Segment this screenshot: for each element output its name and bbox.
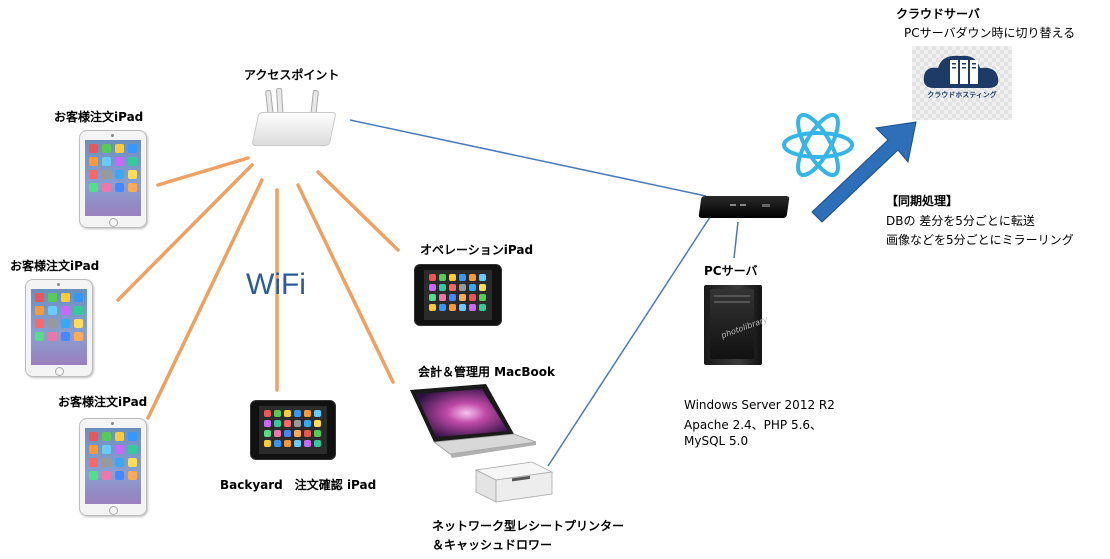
macbook-label: 会計＆管理用 MacBook	[418, 365, 555, 379]
wifi-link-customer-ipad-3	[146, 178, 264, 420]
customer-ipad-2	[25, 279, 93, 377]
operation-ipad-label: オペレーションiPad	[420, 243, 534, 257]
customer-ipad-3	[79, 418, 147, 516]
cloud-hosting-caption: クラウドホスティング	[927, 91, 997, 99]
pc-server-label: PCサーバ	[704, 264, 758, 278]
network-link-router-pc	[733, 221, 739, 259]
cloud-server-note: PCサーバダウン時に切り替える	[904, 26, 1076, 40]
cloud-server-label: クラウドサーバ	[896, 7, 980, 21]
access-point-label: アクセスポイント	[244, 68, 340, 82]
server-spec-3: MySQL 5.0	[684, 434, 749, 448]
server-spec-1: Windows Server 2012 R2	[684, 398, 835, 412]
network-link-ap-router	[349, 119, 707, 197]
customer-ipad-1-label: お客様注文iPad	[54, 110, 144, 124]
customer-ipad-2-label: お客様注文iPad	[10, 259, 100, 273]
printer-label-2: ＆キャッシュドロワー	[432, 538, 553, 552]
backyard-ipad-label: Backyard 注文確認 iPad	[220, 478, 377, 492]
printer-label-1: ネットワーク型レシートプリンター	[432, 519, 625, 533]
customer-ipad-1	[79, 130, 147, 228]
sync-line-2: 画像などを5分ごとにミラーリング	[886, 233, 1074, 247]
access-point-device	[249, 87, 337, 150]
sync-line-1: DBの 差分を5分ごとに転送	[886, 214, 1035, 228]
router-device	[698, 192, 790, 222]
wifi-label: WiFi	[246, 268, 306, 301]
wifi-link-operation-ipad	[316, 170, 400, 252]
wifi-link-customer-ipad-1	[156, 156, 250, 187]
cloud-server-icon	[923, 55, 999, 88]
pc-server-tower: photolibrary	[704, 285, 769, 365]
customer-ipad-3-label: お客様注文iPad	[58, 395, 148, 409]
backyard-ipad	[250, 400, 336, 460]
sync-atom-icon	[782, 112, 854, 178]
server-spec-2: Apache 2.4、PHP 5.6、	[684, 418, 823, 432]
wifi-link-customer-ipad-2	[116, 163, 254, 302]
operation-ipad	[414, 264, 502, 326]
wifi-link-macbook	[296, 183, 395, 384]
network-link-router-printer	[547, 213, 713, 467]
tower-brand-text: photolibrary	[719, 314, 769, 341]
sync-title: 【同期処理】	[886, 194, 959, 208]
cloud-hosting-icon: クラウドホスティング	[912, 46, 1012, 120]
macbook-device	[410, 384, 537, 458]
sync-arrow	[811, 121, 917, 223]
receipt-printer-device	[474, 461, 554, 503]
